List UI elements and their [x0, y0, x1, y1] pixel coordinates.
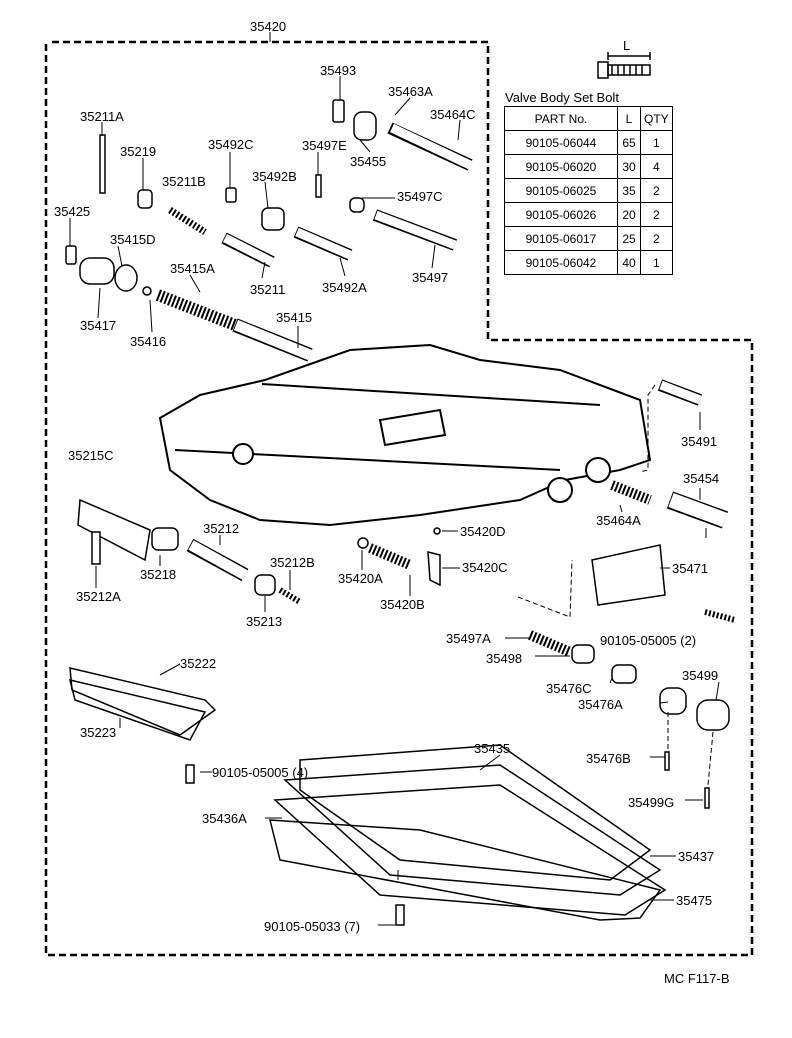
table-row: 90105-06025 35 2	[504, 178, 673, 203]
label-90105-05005-4: 90105-05005 (4)	[212, 765, 308, 780]
cell-length: 30	[617, 154, 641, 179]
label-35476B: 35476B	[586, 751, 631, 766]
lower-left-parts	[77, 498, 441, 605]
label-35498: 35498	[486, 651, 522, 666]
label-35420C: 35420C	[462, 560, 508, 575]
label-90105-05005-2: 90105-05005 (2)	[600, 633, 696, 648]
label-35415D: 35415D	[110, 232, 156, 247]
label-90105-05033-7: 90105-05033 (7)	[264, 919, 360, 934]
cell-length: 65	[617, 130, 641, 155]
header-length: L	[617, 106, 641, 131]
valve-body	[158, 343, 652, 527]
label-35491: 35491	[681, 434, 717, 449]
cell-part-no: 90105-06044	[504, 130, 618, 155]
label-35497: 35497	[412, 270, 448, 285]
label-35499G: 35499G	[628, 795, 674, 810]
leader-lines	[69, 76, 720, 926]
header-part-no: PART No.	[504, 106, 618, 131]
table-row: 90105-06026 20 2	[504, 202, 673, 227]
label-35497A: 35497A	[446, 631, 491, 646]
label-35211B: 35211B	[162, 174, 206, 189]
label-35222: 35222	[180, 656, 216, 671]
assembly-boundary	[44, 40, 754, 957]
cell-part-no: 90105-06020	[504, 154, 618, 179]
cell-qty: 2	[640, 202, 673, 227]
cell-part-no: 90105-06042	[504, 250, 618, 275]
cell-length: 20	[617, 202, 641, 227]
label-35492A: 35492A	[322, 280, 367, 295]
label-35475: 35475	[676, 893, 712, 908]
cell-length: 25	[617, 226, 641, 251]
header-qty: QTY	[640, 106, 673, 131]
table-row: 90105-06020 30 4	[504, 154, 673, 179]
label-35492B: 35492B	[252, 169, 297, 184]
alignment-lines	[517, 384, 714, 786]
label-35213: 35213	[246, 614, 282, 629]
cell-qty: 1	[640, 130, 673, 155]
cell-qty: 1	[640, 250, 673, 275]
table-row: 90105-06042 40 1	[504, 250, 673, 275]
cell-qty: 2	[640, 226, 673, 251]
label-35454: 35454	[683, 471, 719, 486]
cell-part-no: 90105-06025	[504, 178, 618, 203]
label-35464A: 35464A	[596, 513, 641, 528]
label-35437: 35437	[678, 849, 714, 864]
label-35212B: 35212B	[270, 555, 315, 570]
bolt-table-title: Valve Body Set Bolt	[505, 90, 619, 105]
label-35219: 35219	[120, 144, 156, 159]
label-35425: 35425	[54, 204, 90, 219]
label-35492C: 35492C	[208, 137, 254, 152]
label-35497C: 35497C	[397, 189, 443, 204]
label-35415A: 35415A	[170, 261, 215, 276]
cell-qty: 4	[640, 154, 673, 179]
part-labels: 35420 35493 35463A 35464C 35211A 35219 3…	[54, 19, 719, 934]
drawing-code: MC F117-B	[664, 971, 730, 986]
label-35420D: 35420D	[460, 524, 506, 539]
label-35215C: 35215C	[68, 448, 114, 463]
label-35211A: 35211A	[80, 109, 124, 124]
table-row: 90105-06044 65 1	[504, 130, 673, 155]
cell-length: 40	[617, 250, 641, 275]
cell-part-no: 90105-06026	[504, 202, 618, 227]
upper-valve-parts	[65, 99, 473, 362]
cell-length: 35	[617, 178, 641, 203]
label-35218: 35218	[140, 567, 176, 582]
label-35463A: 35463A	[388, 84, 433, 99]
label-35212: 35212	[203, 521, 239, 536]
gaskets-and-plates	[68, 667, 667, 926]
label-35211: 35211	[250, 282, 285, 297]
table-row: 90105-06017 25 2	[504, 226, 673, 251]
label-35416: 35416	[130, 334, 166, 349]
bolt-table-header-row: PART No. L QTY	[504, 106, 673, 131]
label-35455: 35455	[350, 154, 386, 169]
cell-part-no: 90105-06017	[504, 226, 618, 251]
right-parts	[528, 379, 736, 809]
label-35223: 35223	[80, 725, 116, 740]
label-35493: 35493	[320, 63, 356, 78]
label-35476C: 35476C	[546, 681, 592, 696]
bolt-length-label: L	[623, 38, 630, 53]
label-35420: 35420	[250, 19, 286, 34]
label-35212A: 35212A	[76, 589, 121, 604]
label-35476A: 35476A	[578, 697, 623, 712]
label-35436A: 35436A	[202, 811, 247, 826]
cell-qty: 2	[640, 178, 673, 203]
label-35499: 35499	[682, 668, 718, 683]
set-bolt-drawing	[597, 52, 651, 79]
bolt-table: PART No. L QTY 90105-06044 65 1 90105-06…	[504, 106, 673, 275]
label-35420B: 35420B	[380, 597, 425, 612]
label-35464C: 35464C	[430, 107, 476, 122]
label-35435: 35435	[474, 741, 510, 756]
label-35471: 35471	[672, 561, 708, 576]
label-35417: 35417	[80, 318, 116, 333]
label-35497E: 35497E	[302, 138, 347, 153]
label-35420A: 35420A	[338, 571, 383, 586]
label-35415: 35415	[276, 310, 312, 325]
